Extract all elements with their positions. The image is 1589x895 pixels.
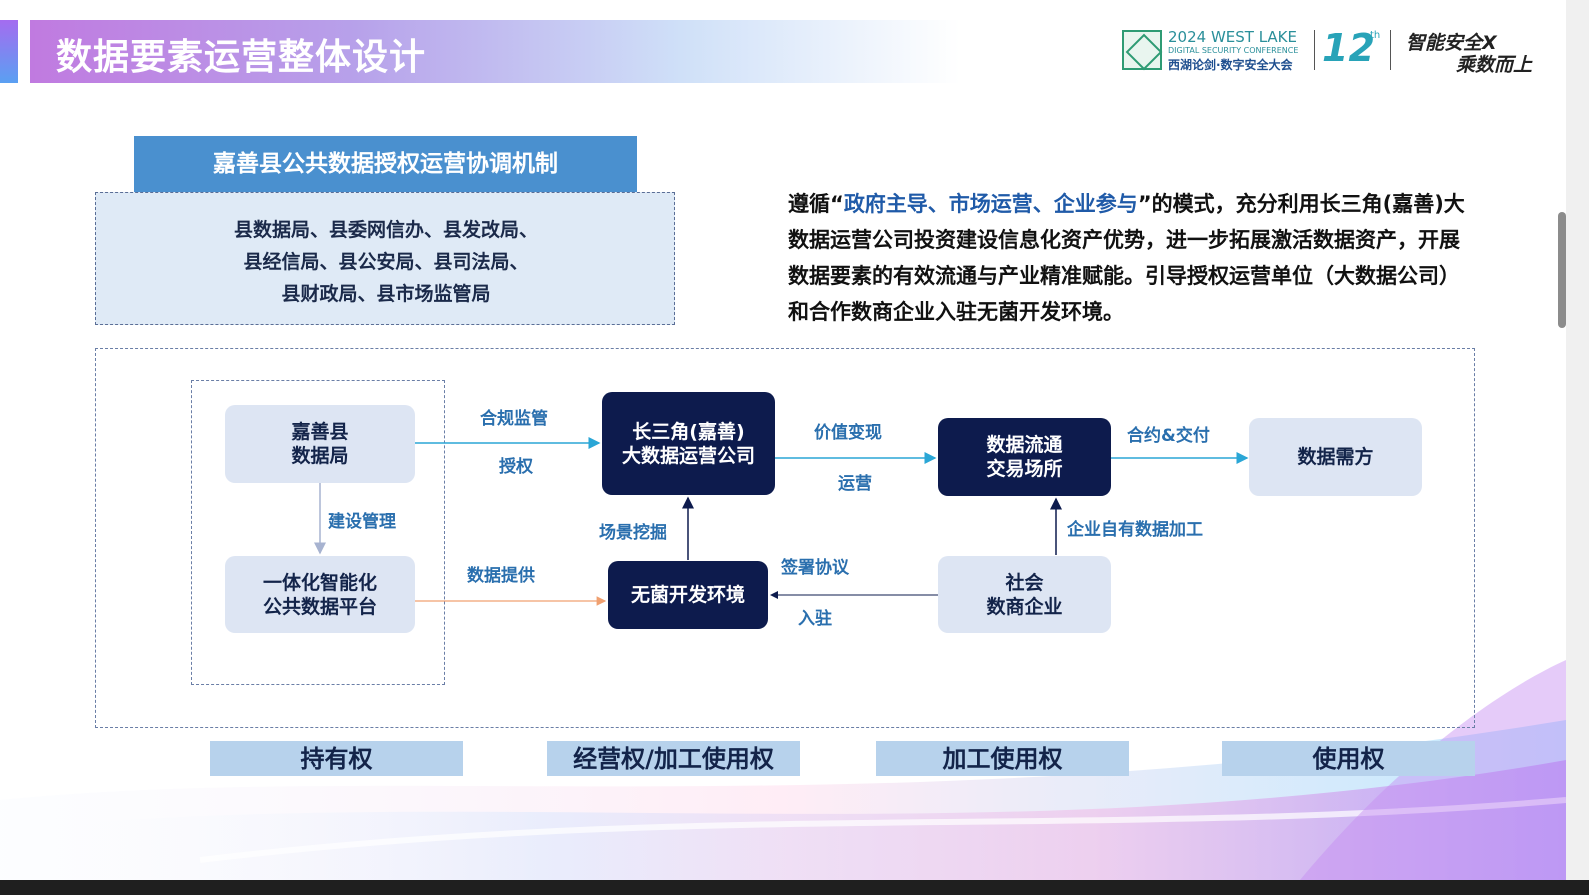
node-label: 社会 数商企业 <box>986 571 1063 618</box>
node-data-exchange: 数据流通 交易场所 <box>938 418 1111 496</box>
logo-line3: 西湖论剑·数字安全大会 <box>1168 58 1293 72</box>
right-use: 使用权 <box>1222 741 1475 776</box>
edge-label-scenario-mining: 场景挖掘 <box>599 523 667 543</box>
edge-label-value-realize: 价值变现 <box>814 423 882 443</box>
window-bottom-edge <box>0 880 1589 895</box>
logo-divider <box>1390 30 1391 70</box>
mechanism-line: 县经信局、县公安局、县司法局、 <box>243 251 529 273</box>
scrollbar-thumb[interactable] <box>1558 212 1566 328</box>
node-big-data-operator: 长三角(嘉善) 大数据运营公司 <box>602 392 775 495</box>
node-label: 长三角(嘉善) 大数据运营公司 <box>621 420 755 467</box>
edge-label-sign-agreement: 签署协议 <box>781 558 849 578</box>
node-label: 嘉善县 数据局 <box>291 421 349 467</box>
node-label: 数据流通 交易场所 <box>986 434 1063 480</box>
scrollbar-track[interactable] <box>1566 0 1589 895</box>
description-paragraph: 遵循“政府主导、市场运营、企业参与”的模式，充分利用长三角(嘉善)大数据运营公司… <box>788 186 1468 330</box>
edge-label-build-manage: 建设管理 <box>328 512 396 532</box>
node-label: 一体化智能化 公共数据平台 <box>262 571 377 618</box>
node-county-data-bureau: 嘉善县 数据局 <box>225 405 415 483</box>
edge-label-settle-in: 入驻 <box>798 609 832 629</box>
edge-label-authorize: 授权 <box>499 457 533 477</box>
seal-icon <box>1122 30 1162 70</box>
edge-label-contract-delivery: 合约&交付 <box>1127 426 1210 446</box>
edge-label-compliance: 合规监管 <box>480 409 548 429</box>
description-part1: 遵循“ <box>788 192 844 216</box>
right-operation-processing: 经营权/加工使用权 <box>547 741 800 776</box>
node-public-data-platform: 一体化智能化 公共数据平台 <box>225 556 415 633</box>
title-banner <box>30 20 960 83</box>
flow-diagram-frame <box>95 348 1475 728</box>
flow-edges <box>314 437 1249 606</box>
mechanism-header: 嘉善县公共数据授权运营协调机制 <box>134 136 637 192</box>
logo-line1: 2024 WEST LAKE <box>1168 28 1297 46</box>
description-highlight: 政府主导、市场运营、企业参与 <box>843 192 1138 216</box>
node-label: 无菌开发环境 <box>630 584 745 606</box>
logo-line2: DIGITAL SECURITY CONFERENCE <box>1168 46 1299 55</box>
title-accent-bar <box>0 20 18 83</box>
node-sterile-dev-env: 无菌开发环境 <box>608 561 768 629</box>
right-holding: 持有权 <box>210 741 463 776</box>
mechanism-line: 县数据局、县委网信办、县发改局、 <box>233 219 538 241</box>
node-data-merchants: 社会 数商企业 <box>938 556 1111 633</box>
conference-logo: 2024 WEST LAKE DIGITAL SECURITY CONFEREN… <box>1122 26 1562 76</box>
node-data-demand: 数据需方 <box>1249 418 1422 496</box>
edge-label-data-supply: 数据提供 <box>467 566 535 586</box>
node-label: 数据需方 <box>1297 446 1374 468</box>
holding-group-frame <box>191 380 445 685</box>
page-title: 数据要素运营整体设计 <box>56 37 427 78</box>
edge-label-operate: 运营 <box>838 474 872 494</box>
slide: 数据要素运营整体设计 2024 WEST LAKE DIGITAL SECURI… <box>0 0 1566 880</box>
logo-divider <box>1314 30 1315 70</box>
edge-label-self-processing: 企业自有数据加工 <box>1067 520 1203 540</box>
mechanism-body: 县数据局、县委网信办、县发改局、 县经信局、县公安局、县司法局、 县财政局、县市… <box>95 192 675 325</box>
mechanism-line: 县财政局、县市场监管局 <box>281 283 491 305</box>
logo-edition-suffix: th <box>1370 30 1381 41</box>
description-part2: ”的模式，充分利用长三角(嘉善)大数据运营公司投资建设信息化资产优势，进一步拓展… <box>788 192 1465 324</box>
logo-slogan-line2: 乘数而上 <box>1456 54 1533 76</box>
right-processing-use: 加工使用权 <box>876 741 1129 776</box>
logo-slogan-line1: 智能安全X <box>1406 32 1497 54</box>
logo-edition: 12 <box>1322 26 1375 70</box>
